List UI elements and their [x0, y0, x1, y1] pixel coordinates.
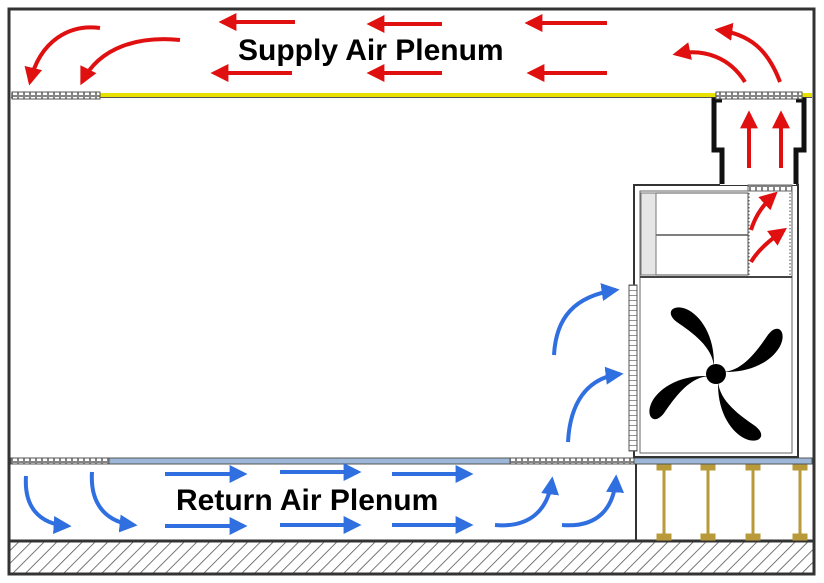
ceiling-diffuser	[11, 91, 101, 100]
supply-airflow	[24, 13, 790, 264]
pedestal-head	[700, 464, 716, 471]
ceiling	[11, 91, 812, 100]
arrow-icon	[24, 25, 101, 86]
arrow-icon	[672, 42, 747, 84]
arrow-icon	[552, 283, 620, 356]
duct-grille	[715, 91, 803, 100]
duct-wall-left	[711, 97, 725, 184]
pedestal-head	[656, 464, 672, 471]
raised-floor	[10, 457, 813, 541]
pedestal-head	[745, 464, 761, 471]
fan-icon	[649, 307, 783, 441]
supply-plenum-label: Supply Air Plenum	[238, 34, 504, 67]
pedestal-base	[745, 533, 761, 541]
arrow-icon	[89, 471, 138, 533]
arrow-icon	[80, 37, 181, 86]
arrow-icon	[566, 366, 624, 443]
floor-panel-unit	[633, 457, 813, 465]
pedestal-base	[792, 533, 808, 541]
arrow-icon	[561, 474, 625, 528]
arrow-icon	[714, 22, 782, 83]
unit-outlet	[747, 184, 793, 192]
supply-duct	[711, 91, 807, 192]
slab-floor	[7, 539, 816, 576]
duct-wall-right	[793, 97, 807, 184]
return-intake-grille	[628, 284, 638, 452]
arrow-icon	[749, 191, 778, 231]
arrow-icon	[749, 227, 787, 264]
arrow-icon	[23, 475, 72, 535]
pedestal-head	[792, 464, 808, 471]
floor-pedestals	[656, 464, 808, 541]
floor-panel	[108, 457, 511, 465]
pedestal-base	[700, 533, 716, 541]
return-plenum-label: Return Air Plenum	[176, 484, 438, 517]
pedestal-base	[656, 533, 672, 541]
arrow-icon	[494, 476, 560, 528]
floor-grille-right	[509, 457, 635, 465]
coil-section	[655, 192, 749, 276]
coil-side-panel	[640, 192, 657, 276]
unit-inner-frame	[639, 190, 793, 454]
return-airflow	[23, 283, 625, 535]
duct-body	[720, 98, 796, 185]
fan-hub	[706, 364, 726, 384]
floor-grille-left	[10, 457, 110, 465]
